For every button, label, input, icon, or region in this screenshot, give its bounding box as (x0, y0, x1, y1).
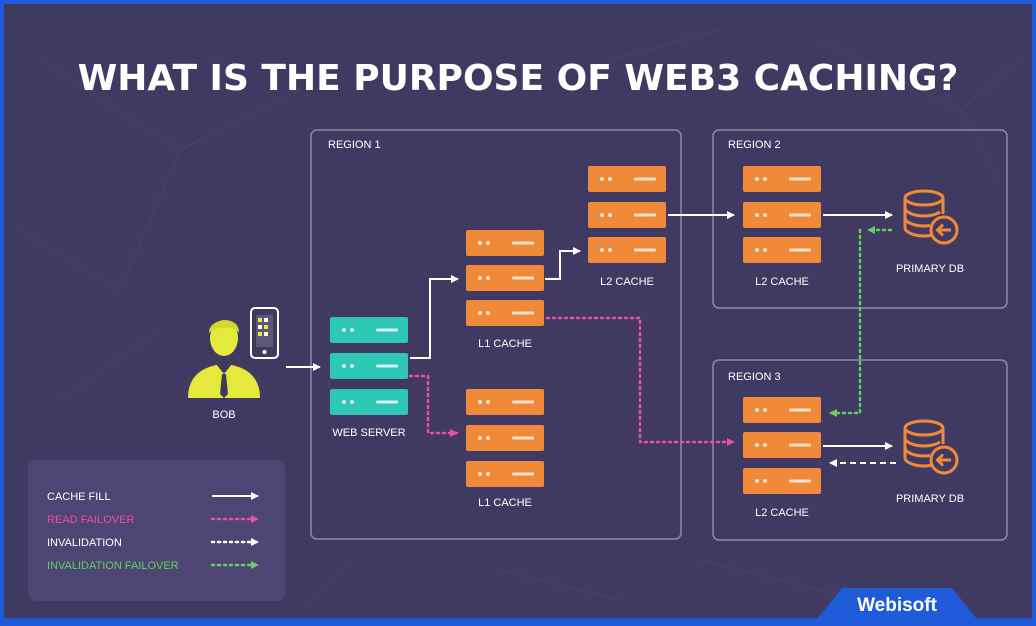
arrow-invalidation-failover-region3 (828, 228, 862, 417)
server-icon (330, 353, 408, 379)
arrow-read-failover-region3 (545, 316, 736, 446)
legend: CACHE FILL READ FAILOVER INVALIDATION IN… (28, 460, 285, 601)
r3-l2-cache (743, 397, 821, 494)
legend-label-invalidation-failover: INVALIDATION FAILOVER (47, 560, 179, 572)
server-icon (466, 425, 544, 451)
region-3-label: REGION 3 (728, 371, 781, 383)
network-pattern (19, 29, 1021, 611)
l1-cache-top-label: L1 CACHE (478, 338, 532, 350)
server-icon (466, 300, 544, 326)
bob-label: BOB (212, 409, 235, 421)
server-icon (588, 166, 666, 192)
server-icon (743, 432, 821, 458)
legend-label-read-failover: READ FAILOVER (47, 514, 134, 526)
brand-badge: Webisoft (818, 588, 976, 618)
server-icon (743, 237, 821, 263)
l1-cache-top (466, 230, 544, 326)
server-icon (588, 202, 666, 228)
server-icon (743, 202, 821, 228)
web-server-label: WEB SERVER (332, 427, 405, 439)
l1-cache-bottom-label: L1 CACHE (478, 497, 532, 509)
arrow-read-failover-l1 (408, 374, 459, 437)
smartphone-icon (250, 307, 279, 359)
arrow-l1-to-l2 (545, 247, 581, 280)
server-icon (330, 389, 408, 415)
server-icon (466, 265, 544, 291)
server-icon (466, 389, 544, 415)
region-2-label: REGION 2 (728, 139, 781, 151)
legend-label-cache-fill: CACHE FILL (47, 491, 111, 503)
page-title: WHAT IS THE PURPOSE OF WEB3 CACHING? (78, 58, 959, 99)
server-icon (743, 166, 821, 192)
server-icon (330, 317, 408, 343)
l1-cache-bottom (466, 389, 544, 487)
r1-l2-cache-label: L2 CACHE (600, 276, 654, 288)
region-1-box (310, 129, 682, 540)
server-icon (466, 230, 544, 256)
server-icon (743, 468, 821, 494)
r3-primary-db-label: PRIMARY DB (896, 493, 964, 505)
r2-l2-cache (743, 166, 821, 263)
region-1-label: REGION 1 (328, 139, 381, 151)
legend-label-invalidation: INVALIDATION (47, 537, 122, 549)
region-3-box (712, 359, 1008, 541)
web-server (330, 317, 408, 415)
server-icon (588, 237, 666, 263)
server-icon (743, 397, 821, 423)
user-icon (188, 320, 260, 398)
r2-primary-db-label: PRIMARY DB (896, 263, 964, 275)
r1-l2-cache (588, 166, 666, 263)
r2-l2-cache-label: L2 CACHE (755, 276, 809, 288)
r3-l2-cache-label: L2 CACHE (755, 507, 809, 519)
arrow-webserver-to-l1 (410, 275, 459, 359)
brand-logo: Webisoft (857, 595, 938, 616)
server-icon (466, 461, 544, 487)
